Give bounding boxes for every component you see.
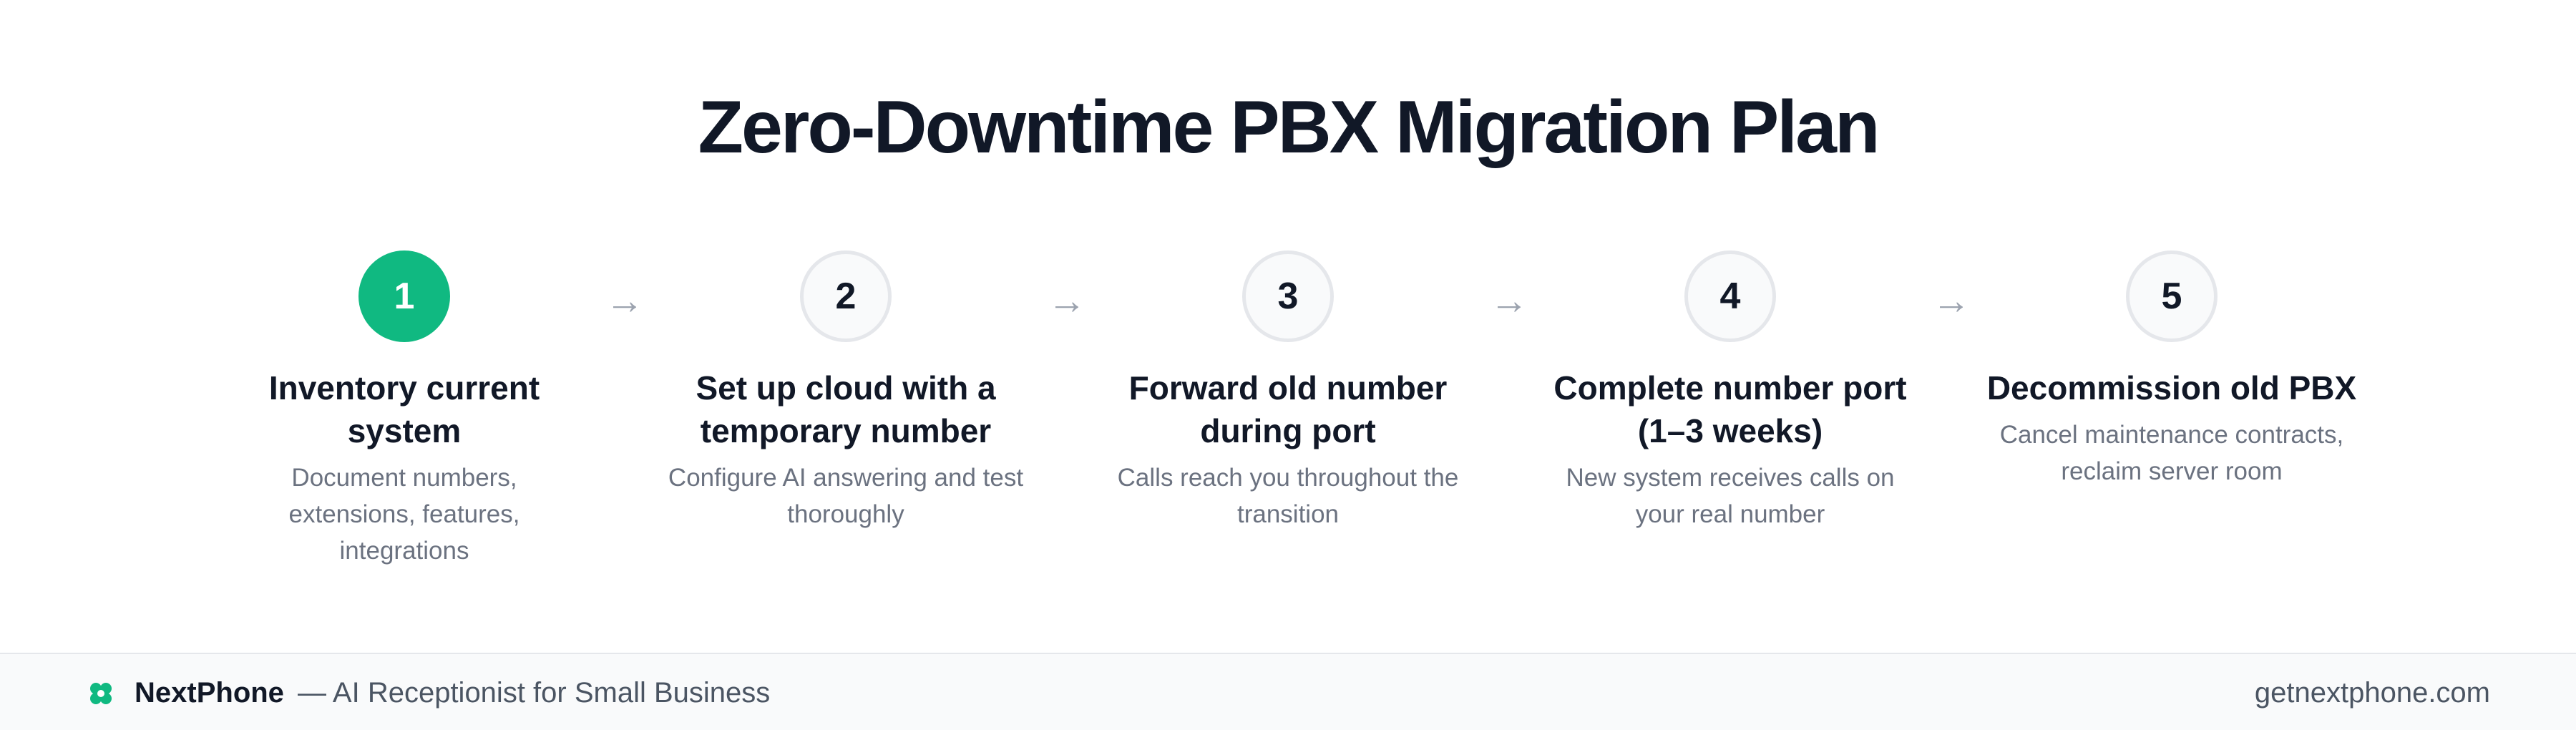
migration-steps: 1 Inventory current system Document numb… — [0, 250, 2576, 623]
step-2: 2 Set up cloud with a temporary number C… — [645, 250, 1046, 532]
step-2-description: Configure AI answering and test thorough… — [645, 459, 1046, 532]
step-1-title: Inventory current system — [204, 366, 605, 452]
step-1-badge: 1 — [358, 250, 450, 342]
step-1-desc-line-2: extensions, features, — [288, 500, 520, 528]
step-1-desc-line-3: integrations — [339, 537, 469, 565]
step-5-desc-line-1: Cancel maintenance contracts, — [1999, 421, 2344, 449]
step-1-title-line-2: system — [347, 412, 462, 449]
arrow-3-icon: → — [1490, 279, 1528, 322]
brand-url[interactable]: getnextphone.com — [2254, 677, 2490, 709]
page-title: Zero-Downtime PBX Migration Plan — [698, 86, 1880, 169]
step-4-description: New system receives calls on your real n… — [1530, 459, 1931, 532]
step-2-desc-line-1: Configure AI answering and test — [668, 464, 1024, 492]
step-2-title: Set up cloud with a temporary number — [645, 366, 1046, 452]
step-1-desc-line-1: Document numbers, — [291, 464, 517, 492]
step-5-badge: 5 — [2126, 250, 2218, 342]
step-3-description: Calls reach you throughout the transitio… — [1088, 459, 1488, 532]
step-4-desc-line-2: your real number — [1635, 500, 1825, 528]
arrow-2-icon: → — [1048, 279, 1086, 322]
clover-icon — [90, 683, 112, 704]
step-3-badge: 3 — [1242, 250, 1334, 342]
step-2-desc-line-2: thoroughly — [787, 500, 904, 528]
step-4-badge: 4 — [1684, 250, 1776, 342]
step-5-title: Decommission old PBX — [1971, 366, 2372, 409]
step-2-title-line-1: Set up cloud with a — [696, 369, 996, 407]
step-5: 5 Decommission old PBX Cancel maintenanc… — [1971, 250, 2372, 490]
step-3-title-line-2: during port — [1200, 412, 1376, 449]
step-1-title-line-1: Inventory current — [268, 369, 540, 407]
step-4-desc-line-1: New system receives calls on — [1566, 464, 1895, 492]
step-4-title: Complete number port (1–3 weeks) — [1530, 366, 1931, 452]
step-3-title-line-1: Forward old number — [1128, 369, 1448, 407]
brand-name: NextPhone — [135, 677, 284, 709]
step-5-desc-line-2: reclaim server room — [2061, 457, 2283, 485]
brand-tagline: — AI Receptionist for Small Business — [298, 677, 771, 709]
footer: NextPhone — AI Receptionist for Small Bu… — [0, 653, 2576, 730]
step-4-title-line-2: (1–3 weeks) — [1637, 412, 1823, 449]
step-3-desc-line-2: transition — [1236, 500, 1340, 528]
step-1-description: Document numbers, extensions, features, … — [204, 459, 605, 569]
step-5-description: Cancel maintenance contracts, reclaim se… — [1971, 417, 2372, 490]
step-5-title-line-1: Decommission old PBX — [1986, 369, 2357, 407]
arrow-1-icon: → — [605, 279, 644, 322]
step-3: 3 Forward old number during port Calls r… — [1088, 250, 1488, 532]
step-2-badge: 2 — [800, 250, 892, 342]
step-3-title: Forward old number during port — [1088, 366, 1488, 452]
step-4-title-line-1: Complete number port — [1553, 369, 1907, 407]
arrow-4-icon: → — [1932, 279, 1971, 322]
step-4: 4 Complete number port (1–3 weeks) New s… — [1530, 250, 1931, 532]
step-3-desc-line-1: Calls reach you throughout the — [1117, 464, 1459, 492]
step-2-title-line-2: temporary number — [700, 412, 992, 449]
step-1: 1 Inventory current system Document numb… — [204, 250, 605, 569]
